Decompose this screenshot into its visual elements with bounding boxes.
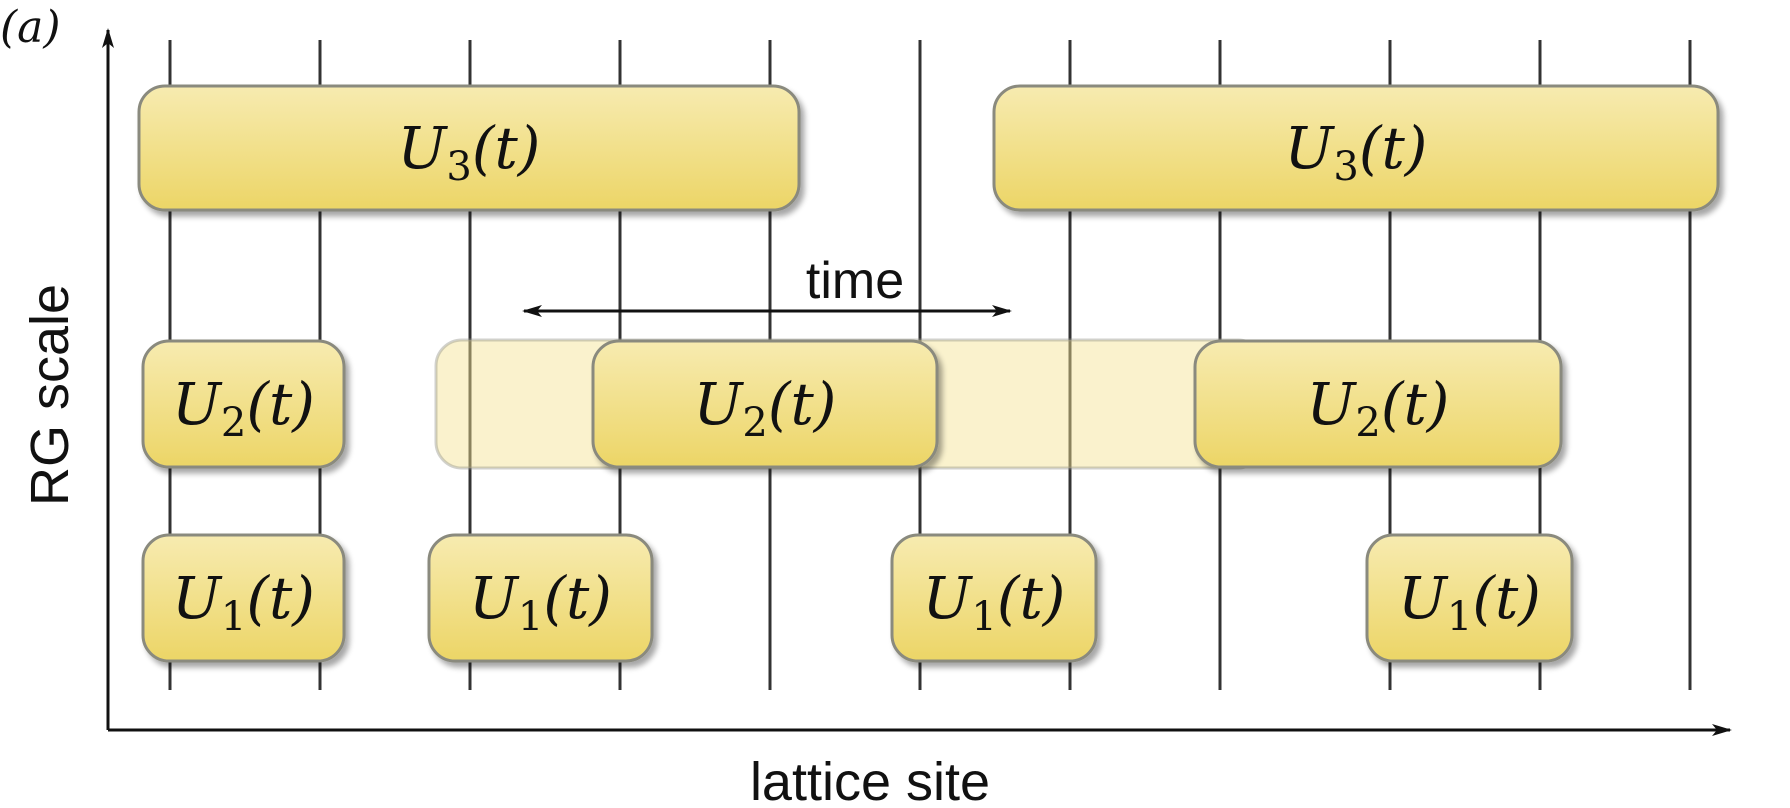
gate-u1: U1(t): [427, 533, 654, 663]
gate-box: [992, 84, 1720, 212]
x-axis-label: lattice site: [750, 752, 990, 808]
gate-u3: U3(t): [137, 84, 801, 212]
gate-box: [137, 84, 801, 212]
gate-box: [890, 533, 1098, 663]
gate-label: U2(t): [172, 370, 315, 446]
y-axis-label: RG scale: [20, 284, 80, 506]
gate-u2: U2(t): [141, 339, 346, 469]
gate-label: U3(t): [1285, 114, 1428, 190]
gate-label: U2(t): [694, 370, 837, 446]
gate-label: U1(t): [923, 564, 1066, 640]
gate-label: U1(t): [1398, 564, 1541, 640]
panel-label: (a): [0, 2, 61, 53]
gate-u1: U1(t): [141, 533, 346, 663]
gate-u2: U2(t): [1193, 339, 1563, 469]
gate-box: [1193, 339, 1563, 469]
gate-box: [427, 533, 654, 663]
gate-u2: U2(t): [591, 339, 939, 469]
gate-u3: U3(t): [992, 84, 1720, 212]
gate-box: [591, 339, 939, 469]
gate-box: [141, 339, 346, 469]
gate-u1: U1(t): [890, 533, 1098, 663]
time-label: time: [806, 252, 904, 310]
gate-box: [1365, 533, 1574, 663]
gates: U3(t) U3(t) U2(t) U2(t) U2(t) U1(t) U1(t) U1(t)…: [137, 84, 1720, 663]
gate-box: [141, 533, 346, 663]
gate-label: U3(t): [398, 114, 541, 190]
gate-label: U2(t): [1307, 370, 1450, 446]
gate-label: U1(t): [469, 564, 612, 640]
gate-u1: U1(t): [1365, 533, 1574, 663]
gate-label: U1(t): [172, 564, 315, 640]
